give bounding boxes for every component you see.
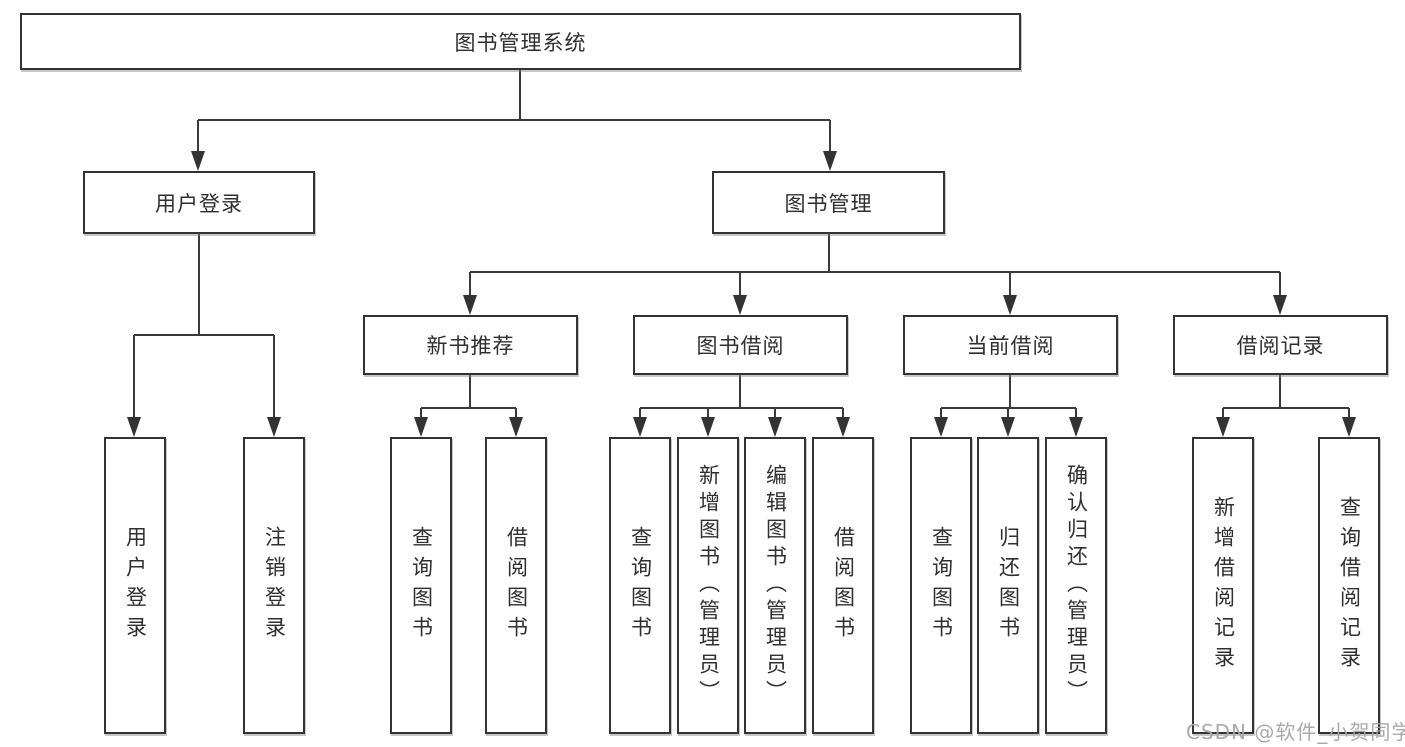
leaf-logout-label: 注销登录 bbox=[262, 525, 287, 646]
leaf-bb-query-books-label: 查询图书 bbox=[628, 525, 653, 646]
leaf-bb-borrow-books-label: 借阅图书 bbox=[831, 525, 856, 646]
edge-root-to-level2 bbox=[191, 70, 837, 171]
leaf-bb-add-books-admin-label: 新增图书（管理员） bbox=[696, 464, 721, 707]
leaf-bb-borrow-books: 借阅图书 bbox=[812, 437, 874, 734]
leaf-br-query-record-label: 查询借阅记录 bbox=[1337, 495, 1362, 676]
leaf-nbr-borrow-books-label: 借阅图书 bbox=[504, 525, 529, 646]
edge-book-borrow-children bbox=[633, 375, 850, 437]
node-current-borrow: 当前借阅 bbox=[903, 315, 1118, 375]
node-book-mgmt-branch-label: 图书管理 bbox=[784, 191, 873, 216]
leaf-bb-query-books: 查询图书 bbox=[609, 437, 671, 734]
leaf-nbr-query-books: 查询图书 bbox=[390, 437, 452, 734]
leaf-user-login-label: 用户登录 bbox=[123, 525, 148, 646]
node-root-label: 图书管理系统 bbox=[454, 30, 587, 55]
leaf-br-add-record-label: 新增借阅记录 bbox=[1211, 495, 1236, 676]
node-borrow-record-label: 借阅记录 bbox=[1236, 334, 1325, 358]
node-user-login-branch-label: 用户登录 bbox=[155, 191, 243, 216]
node-book-borrow-label: 图书借阅 bbox=[696, 334, 785, 358]
leaf-nbr-borrow-books: 借阅图书 bbox=[485, 437, 547, 734]
leaf-nbr-query-books-label: 查询图书 bbox=[409, 525, 434, 646]
node-user-login-branch: 用户登录 bbox=[83, 171, 315, 234]
node-root: 图书管理系统 bbox=[20, 13, 1021, 70]
edge-new-book-rec-children bbox=[414, 375, 523, 437]
node-new-book-rec-label: 新书推荐 bbox=[426, 334, 515, 358]
edge-borrow-record-children bbox=[1216, 375, 1356, 437]
node-borrow-record: 借阅记录 bbox=[1173, 315, 1388, 375]
edge-current-borrow-children bbox=[934, 375, 1083, 437]
leaf-cb-confirm-return-admin-label: 确认归还（管理员） bbox=[1064, 464, 1089, 707]
edge-book-mgmt-children bbox=[463, 234, 1287, 315]
leaf-bb-edit-books-admin: 编辑图书（管理员） bbox=[744, 437, 806, 734]
node-new-book-rec: 新书推荐 bbox=[363, 315, 578, 375]
node-current-borrow-label: 当前借阅 bbox=[966, 334, 1055, 358]
node-book-mgmt-branch: 图书管理 bbox=[712, 171, 945, 234]
leaf-cb-query-books-label: 查询图书 bbox=[929, 525, 954, 646]
node-book-borrow: 图书借阅 bbox=[633, 315, 848, 375]
leaf-logout: 注销登录 bbox=[243, 437, 305, 734]
edge-user-login-children bbox=[127, 234, 281, 437]
csdn-watermark: CSDN @软件_小贺同学 bbox=[1186, 720, 1405, 744]
leaf-br-add-record: 新增借阅记录 bbox=[1192, 437, 1254, 734]
leaf-bb-add-books-admin: 新增图书（管理员） bbox=[677, 437, 739, 734]
leaf-cb-return-books-label: 归还图书 bbox=[996, 525, 1021, 646]
leaf-br-query-record: 查询借阅记录 bbox=[1318, 437, 1380, 734]
leaf-cb-return-books: 归还图书 bbox=[977, 437, 1039, 734]
leaf-user-login: 用户登录 bbox=[104, 437, 166, 734]
leaf-cb-confirm-return-admin: 确认归还（管理员） bbox=[1045, 437, 1107, 734]
leaf-bb-edit-books-admin-label: 编辑图书（管理员） bbox=[763, 464, 788, 707]
leaf-cb-query-books: 查询图书 bbox=[910, 437, 972, 734]
